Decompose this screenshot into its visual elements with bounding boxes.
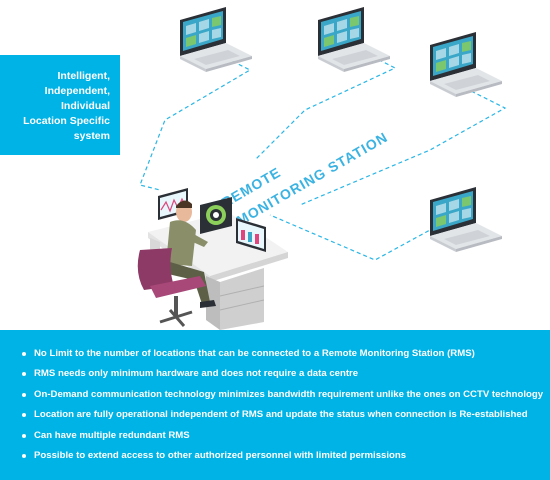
feature-list-panel: No Limit to the number of locations that… <box>0 330 550 480</box>
feature-item: Can have multiple redundant RMS <box>22 428 540 448</box>
bullet-icon <box>22 413 26 418</box>
bullet-icon <box>22 453 26 458</box>
feature-item: Possible to extend access to other autho… <box>22 448 540 468</box>
operator-figure <box>166 200 216 308</box>
bullet-icon <box>22 372 26 377</box>
laptop-bottom-right-icon <box>430 187 502 252</box>
feature-text: Location are fully operational independe… <box>34 409 528 421</box>
callout-line: Independent, <box>44 85 110 97</box>
laptop-top-right-icon <box>430 32 502 97</box>
callout-line: Individual <box>60 100 110 112</box>
feature-text: RMS needs only minimum hardware and does… <box>34 368 359 380</box>
feature-item: Location are fully operational independe… <box>22 407 540 427</box>
monitor-bars-icon <box>236 218 266 252</box>
callout-line: Location Specific <box>23 115 110 127</box>
feature-text: Possible to extend access to other autho… <box>34 449 407 461</box>
office-chair <box>137 248 206 327</box>
feature-item: On-Demand communication technology minim… <box>22 387 544 407</box>
laptop-top-left-icon <box>180 7 252 72</box>
feature-item: RMS needs only minimum hardware and does… <box>22 366 540 386</box>
feature-text: No Limit to the number of locations that… <box>34 348 475 359</box>
laptop-top-center-icon <box>318 7 390 72</box>
callout-line: system <box>73 130 110 142</box>
feature-text: Can have multiple redundant RMS <box>34 429 190 441</box>
remote-monitoring-illustration: REMOTE MONITORING STATION <box>137 7 507 330</box>
feature-text: On-Demand communication technology minim… <box>34 388 544 400</box>
feature-item: No Limit to the number of locations that… <box>22 346 540 366</box>
monitor-gauge-icon <box>200 197 232 234</box>
bullet-icon <box>22 433 26 438</box>
bullet-icon <box>22 352 26 356</box>
feature-list: No Limit to the number of locations that… <box>22 346 544 468</box>
bullet-icon <box>22 392 26 397</box>
callout-line: Intelligent, <box>57 70 111 82</box>
intelligent-system-callout: Intelligent, Independent, Individual Loc… <box>0 55 120 155</box>
